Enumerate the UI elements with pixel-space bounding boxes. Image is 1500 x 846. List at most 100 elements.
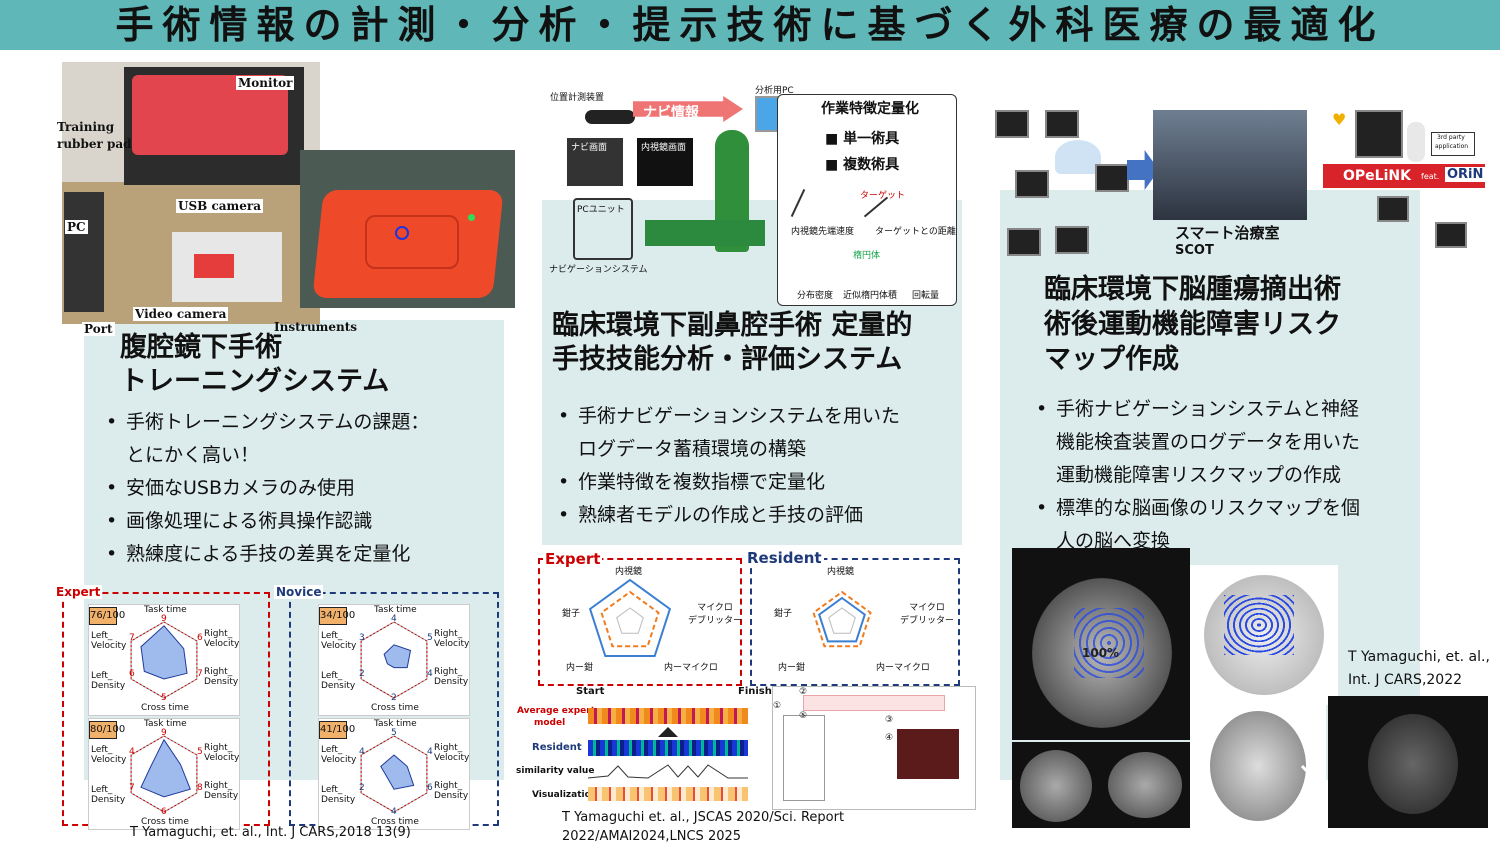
axis-lt: Left_Velocity xyxy=(91,631,127,651)
panel3-citation-2: Int. J CARS,2022 xyxy=(1348,672,1463,688)
val-top: 9 xyxy=(161,614,167,624)
val-bottom: 5 xyxy=(161,693,167,703)
label-avg-1: Average expert xyxy=(517,706,596,716)
radar-shape xyxy=(140,738,191,798)
val-lt: 4 xyxy=(129,747,135,757)
radar-reference xyxy=(360,735,428,813)
val-top: 9 xyxy=(161,728,167,738)
axis-rt: マイクロデブリッター xyxy=(688,603,743,626)
single-tool: ■ 単一術具 xyxy=(825,131,900,147)
monitor-screen xyxy=(124,67,304,185)
label-target: ターゲット xyxy=(860,191,906,201)
label-target-dist: ターゲットとの距離 xyxy=(875,227,956,237)
navi-label: ナビ情報 xyxy=(643,105,699,121)
expert-label-2: Expert xyxy=(543,550,603,568)
label-density: 分布密度 xyxy=(797,291,834,301)
axis-rb: Right_Density xyxy=(204,781,239,801)
val-rt: 6 xyxy=(197,633,203,643)
score-badge: 80/100 xyxy=(89,721,125,739)
panel3-title-2: 術後運動機能障害リスク xyxy=(1044,309,1341,340)
bar-visual xyxy=(588,787,748,801)
val-top: 4 xyxy=(391,614,397,624)
axis-lb: 内ー鉗 xyxy=(566,663,594,673)
device-monitor xyxy=(1435,222,1467,248)
panel2-citation-2: 2022/AMAI2024,LNCS 2025 xyxy=(562,829,742,844)
axis-rb: Right_Density xyxy=(434,667,469,687)
axis-rb: Right_Density xyxy=(434,781,469,801)
val-bottom: 2 xyxy=(391,693,397,703)
expert-radar-box xyxy=(538,558,742,686)
axis-rt: Right_Velocity xyxy=(434,743,470,763)
series-orange xyxy=(812,590,872,648)
axis-top: 内視鏡 xyxy=(827,567,855,577)
radar-plot xyxy=(360,735,428,813)
device-monitor xyxy=(995,110,1029,138)
label-video: Video camera xyxy=(133,307,229,321)
axis-rt: マイクロデブリッター xyxy=(900,603,955,626)
panel3-bullets: 手術ナビゲーションシステムと神経 機能検査装置のログデータを用いた 運動機能障害… xyxy=(1034,393,1414,558)
radar-grid xyxy=(828,607,856,634)
score-badge: 76/100 xyxy=(89,607,125,625)
screen-endo xyxy=(637,138,693,186)
panel2-title-2: 手技技能分析・評価システム xyxy=(552,344,903,375)
val-bottom: 6 xyxy=(161,807,167,817)
navigation-diagram: 位置計測装置 ナビ情報 分析用PC ナビ画面 内視鏡画面 PCユニット ナビゲー… xyxy=(545,80,960,306)
panel1-title-1: 腹腔鏡下手術 xyxy=(120,332,282,363)
bullet-cont: 運動機能障害リスクマップの作成 xyxy=(1056,464,1342,486)
pc-unit xyxy=(573,198,633,260)
label-port: Port xyxy=(82,322,115,336)
pentagon-plot xyxy=(588,578,672,657)
axis-bottom: Cross time xyxy=(141,703,189,713)
bullet: 作業特徴を複数指標で定量化 xyxy=(556,466,956,499)
label-pad-1: Training xyxy=(57,120,115,134)
radar-shape xyxy=(140,625,188,680)
bullet-cont: とにかく高い！ xyxy=(126,444,260,466)
icon-arrow xyxy=(658,727,678,737)
expert-pentagon-radar: 内視鏡 マイクロデブリッター 内ーマイクロ 内ー鉗 鉗子 xyxy=(540,560,743,678)
axis-lb: Left_Density xyxy=(91,671,126,691)
bar-expert xyxy=(588,708,748,724)
axis-top: 内視鏡 xyxy=(615,567,643,577)
scot-label-1: スマート治療室 xyxy=(1175,224,1280,242)
radar-plot xyxy=(130,621,198,699)
radar-plot xyxy=(360,621,428,699)
val-lb: 2 xyxy=(359,669,365,679)
device-monitor xyxy=(1045,110,1079,138)
panel2-citation-1: T Yamaguchi et. al., JSCAS 2020/Sci. Rep… xyxy=(562,810,845,825)
val-lt: 3 xyxy=(359,633,365,643)
val-rb: 8 xyxy=(197,783,203,793)
label-device: 位置計測装置 xyxy=(550,93,605,103)
axis-rb: 内ーマイクロ xyxy=(664,663,718,673)
scot-diagram: スマート治療室 SCOT ♥ 3rd party application OPe… xyxy=(985,100,1495,260)
panel1-bullets: 手術トレーニングシステムの課題： とにかく高い！ 安価なUSBカメラのみ使用 画… xyxy=(104,406,494,571)
training-box xyxy=(172,232,282,302)
label-pad-2: rubber pad xyxy=(57,137,132,151)
ui-num-2: ② xyxy=(799,687,808,697)
heart-icon: ♥ xyxy=(1332,110,1347,129)
axis-lb: Left_Density xyxy=(91,785,126,805)
axis-top: Task time xyxy=(374,605,417,615)
scot-photo xyxy=(1153,110,1307,220)
val-rb: 6 xyxy=(427,783,433,793)
doctor-icon xyxy=(1407,122,1425,162)
bullet-cont: ログデータ蓄積環境の構築 xyxy=(578,438,807,460)
series-orange xyxy=(600,590,660,648)
label-pc-unit: PCユニット xyxy=(577,205,625,215)
series-blue xyxy=(818,596,866,643)
val-bottom: 4 xyxy=(391,807,397,817)
val-lt: 4 xyxy=(359,747,365,757)
device-monitor xyxy=(1055,226,1089,254)
val-rt: 4 xyxy=(427,747,433,757)
bullet: 手術トレーニングシステムの課題： xyxy=(104,406,494,439)
similarity-graph xyxy=(588,764,748,779)
label-ellipse-tag: 楕円体 xyxy=(853,251,881,261)
label-visualization: Visualization xyxy=(532,790,598,800)
third-label-1: 3rd party xyxy=(1437,134,1465,141)
brain-axial-main: 100% xyxy=(1012,548,1190,740)
bullet-cont: 人の脳へ変換 xyxy=(1056,530,1171,552)
axis-rb: 内ーマイクロ xyxy=(876,663,930,673)
axis-rt: Right_Velocity xyxy=(434,629,470,649)
axis-top: Task time xyxy=(144,719,187,729)
axis-lt: Left_Velocity xyxy=(321,745,357,765)
analysis-software-ui: ① ② ③ ④ ⑤ xyxy=(772,686,976,810)
